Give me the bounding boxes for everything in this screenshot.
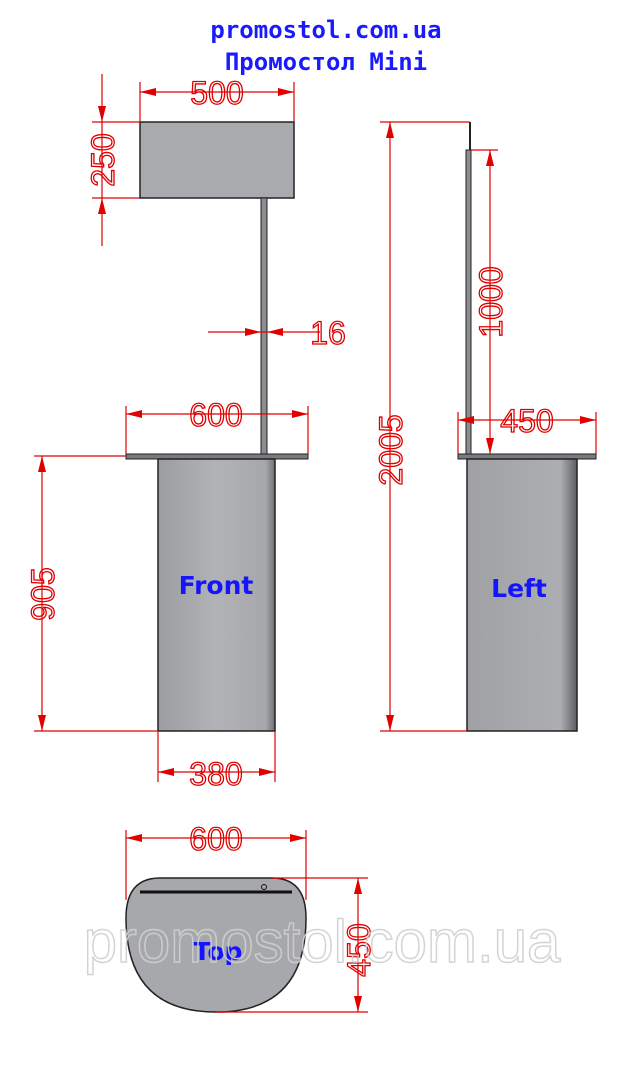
dim-total-height: 2005 <box>372 121 470 732</box>
top-pole-mark <box>261 884 267 890</box>
dim-pole-height: 1000 <box>471 149 510 454</box>
dim-body-height-text: 905 <box>25 567 61 620</box>
left-banner-edge <box>465 149 472 455</box>
front-pole <box>260 197 268 455</box>
top-label: Top <box>194 937 243 966</box>
left-label: Left <box>491 574 547 603</box>
dim-top-width: 600 <box>125 820 307 900</box>
front-body <box>157 458 276 732</box>
dim-pole-width-text: 16 <box>310 315 346 351</box>
dim-top-depth-text: 450 <box>341 923 377 976</box>
dim-pole-height-text: 1000 <box>473 266 509 337</box>
dim-banner-width-text: 500 <box>190 75 243 111</box>
watermark: promostol.com.ua <box>84 908 561 975</box>
dim-banner-height-text: 250 <box>85 133 121 186</box>
product-title: Промостол Mini <box>225 48 427 76</box>
dim-body-width: 380 <box>157 731 276 793</box>
dim-body-width-text: 380 <box>189 756 242 792</box>
front-label: Front <box>179 571 254 600</box>
dim-top-width-text: 600 <box>189 821 242 857</box>
dim-body-height: 905 <box>24 455 158 732</box>
left-body <box>466 458 578 732</box>
dim-tabletop-width: 600 <box>125 396 309 454</box>
dim-total-height-text: 2005 <box>373 414 409 485</box>
dim-tabletop-width-text: 600 <box>189 397 242 433</box>
dim-pole-width: 16 <box>208 314 346 352</box>
dim-banner-height: 250 <box>84 74 140 246</box>
front-banner <box>139 121 295 199</box>
site-title: promostol.com.ua <box>210 16 441 44</box>
dim-side-depth: 450 <box>457 402 597 454</box>
dim-banner-width: 500 <box>139 74 295 122</box>
dim-top-depth: 450 <box>216 877 378 1013</box>
dim-side-depth-text: 450 <box>500 403 553 439</box>
